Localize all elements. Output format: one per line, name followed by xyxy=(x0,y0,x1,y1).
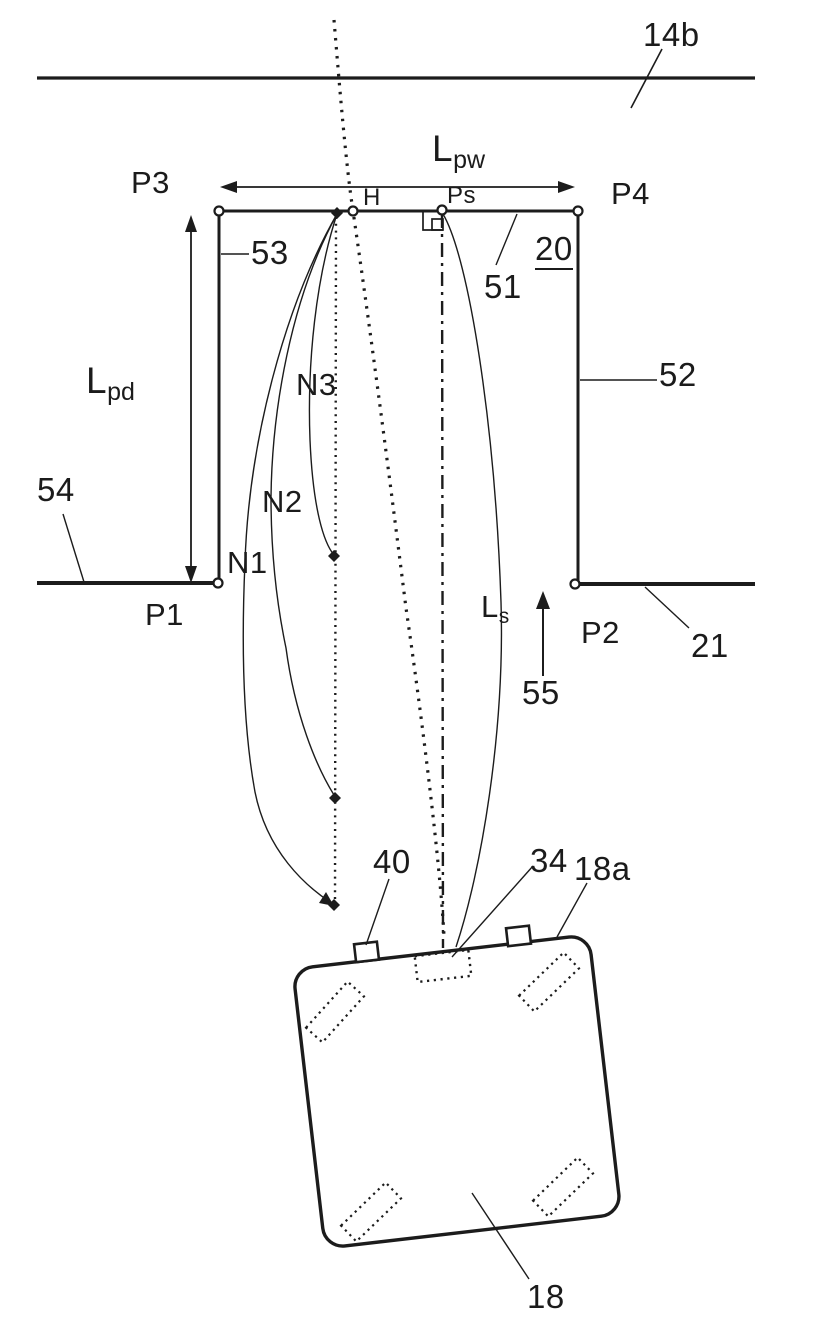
depth-dimension-sub: pd xyxy=(107,378,135,406)
path-node-diamonds xyxy=(328,207,343,911)
width-dimension-arrow xyxy=(220,181,575,193)
node-label-start: Ps xyxy=(447,182,477,209)
right-curb-label: 21 xyxy=(691,627,729,664)
top-edge-leader xyxy=(495,213,518,266)
right-angle-mark xyxy=(422,211,444,231)
path-curve-n3 xyxy=(308,213,338,556)
corner-label-p1: P1 xyxy=(145,597,184,632)
width-dimension-base: L xyxy=(432,128,454,169)
vehicle-front-leader xyxy=(556,882,588,938)
right-curb-leader xyxy=(644,586,690,629)
width-dimension-label: Lpw xyxy=(432,128,485,173)
sensor-right-box xyxy=(504,924,533,948)
depth-dimension-base: L xyxy=(86,360,108,401)
width-dimension-sub: pw xyxy=(453,146,486,174)
depth-dimension-label: Lpd xyxy=(86,360,135,405)
corner-point-markers xyxy=(212,204,584,590)
node-path-dotted xyxy=(333,216,338,904)
direction-arrow xyxy=(536,591,550,676)
corner-label-p2: P2 xyxy=(581,615,620,650)
sensor-center-label: 34 xyxy=(530,842,568,879)
path-curve-n1 xyxy=(242,213,338,903)
node-label-handover: H xyxy=(363,184,381,211)
vehicle-body-leader xyxy=(471,1192,530,1280)
path-curve-n1-arrowhead xyxy=(319,892,334,906)
axis-dash-dot xyxy=(440,213,445,949)
vehicle-body xyxy=(293,935,621,1248)
path-curve-n2 xyxy=(270,213,338,796)
sensor-center-leader xyxy=(451,865,534,958)
sensor-left-leader xyxy=(365,878,390,946)
corner-label-p4: P4 xyxy=(611,176,650,211)
vehicle-body-label: 18 xyxy=(527,1278,565,1315)
axis-dimension-label: Ls xyxy=(481,589,509,627)
node-label-n3: N3 xyxy=(296,367,337,402)
parking-space-label: 20 xyxy=(535,232,573,270)
left-curb-leader xyxy=(62,513,85,583)
left-edge-label: 53 xyxy=(251,234,289,271)
sensor-left-label: 40 xyxy=(373,843,411,880)
axis-dimension-base: L xyxy=(481,589,499,624)
corner-label-p3: P3 xyxy=(131,165,170,200)
node-label-n2: N2 xyxy=(262,484,303,519)
axis-dimension-sub: s xyxy=(498,605,510,628)
right-edge-label: 52 xyxy=(659,356,697,393)
direction-label: 55 xyxy=(522,674,560,711)
top-edge-label: 51 xyxy=(484,268,522,305)
left-curb-label: 54 xyxy=(37,471,75,508)
road-boundary-leader xyxy=(630,48,663,109)
axis-approach-curve xyxy=(442,213,503,948)
vehicle-trajectory-dotted xyxy=(332,19,446,937)
node-label-n1: N1 xyxy=(227,545,268,580)
depth-dimension-arrow xyxy=(185,215,197,583)
vehicle-front-label: 18a xyxy=(574,850,631,887)
road-boundary-label: 14b xyxy=(643,16,700,53)
parking-space-outline xyxy=(217,209,580,584)
sensor-left-box xyxy=(352,940,381,964)
